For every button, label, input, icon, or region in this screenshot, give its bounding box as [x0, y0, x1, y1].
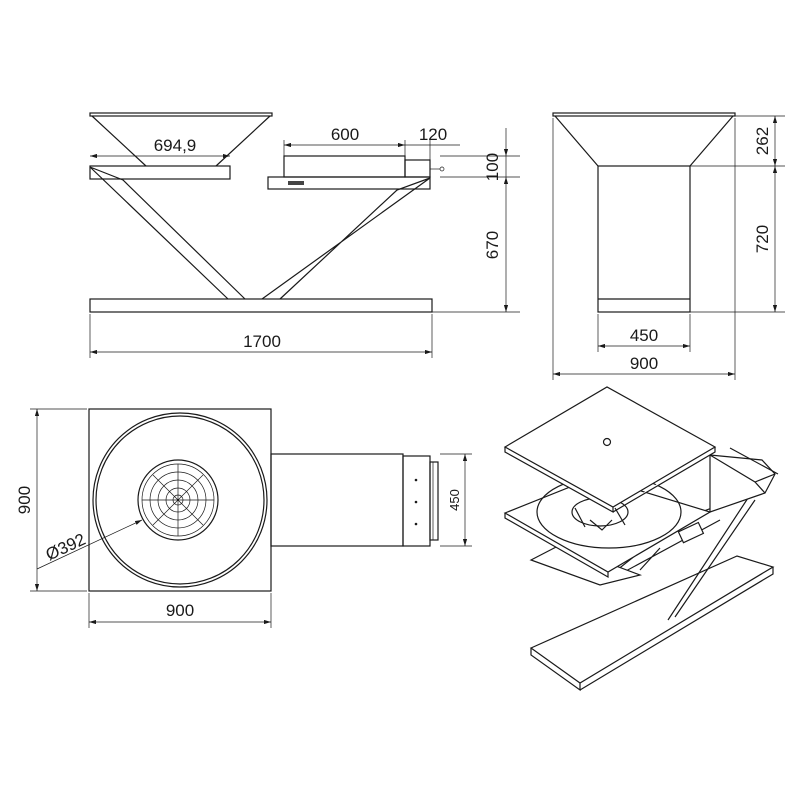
dim-drawer-length: 600: [331, 125, 359, 144]
side-body: [597, 165, 691, 313]
drawer-tube: [270, 453, 404, 547]
hopper-rim: [89, 112, 273, 117]
fire-bowl: [92, 412, 268, 588]
side-view: 262 720 450 900: [552, 112, 785, 380]
dim-drawer-handle: 120: [419, 125, 447, 144]
iso-top-plate: [503, 386, 717, 514]
dim-body-height: 720: [753, 225, 772, 253]
iso-hole: [602, 437, 612, 447]
left-leg: [89, 166, 246, 300]
top-view: 450 900 Ø392 900: [15, 408, 472, 628]
dim-hopper-width: 694,9: [154, 136, 197, 155]
handle-knob: [439, 166, 445, 172]
dim-drawer-height: 100: [483, 153, 502, 181]
logo-mark: [288, 181, 304, 185]
dim-grate-diameter: Ø392: [43, 530, 89, 565]
dim-leg-height: 670: [483, 231, 502, 259]
iso-base: [529, 555, 775, 692]
hopper-shelf: [89, 165, 231, 180]
right-leg: [261, 177, 431, 300]
drawer: [283, 155, 406, 178]
iso-drawer: [709, 454, 776, 513]
diameter-leader: [36, 519, 143, 570]
isometric-view: [503, 386, 779, 692]
dim-drawer-width: 450: [447, 489, 462, 511]
dim-top-depth: 900: [15, 486, 34, 514]
dim-total-width: 900: [630, 354, 658, 373]
base-plate: [89, 298, 433, 313]
dim-total-length: 1700: [243, 332, 281, 351]
dim-top-width: 900: [166, 601, 194, 620]
dim-body-width: 450: [630, 326, 658, 345]
grate: [137, 459, 219, 541]
drawer-front: [404, 159, 431, 178]
front-view: 694,9 1700 600 120 100 670: [89, 112, 520, 358]
dim-hopper-height: 262: [753, 127, 772, 155]
drawer-handle-top: [429, 461, 439, 541]
